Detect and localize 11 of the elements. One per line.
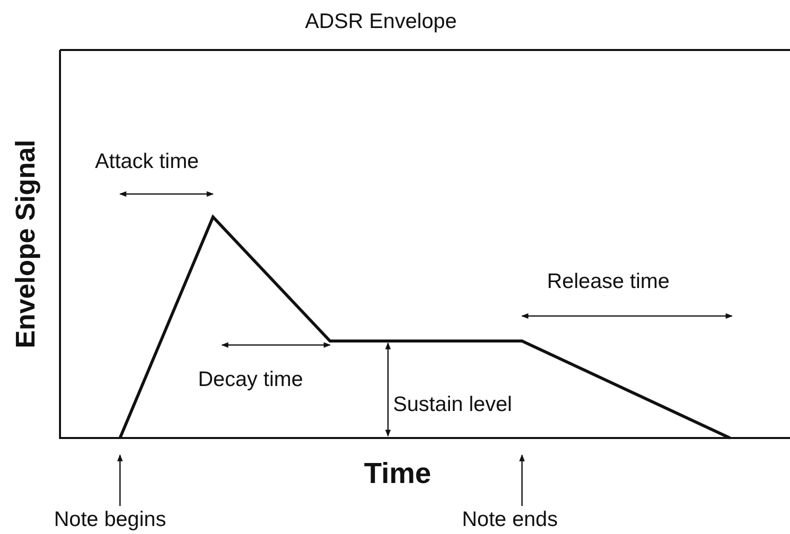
- axis-annotation: Decay time: [198, 368, 304, 392]
- chart-title: ADSR Envelope: [305, 10, 457, 34]
- axis-annotation: Attack time: [95, 150, 199, 174]
- leader-arrow: [117, 454, 123, 506]
- axis-annotation: Sustain level: [393, 393, 512, 417]
- annotation-text: Note begins: [54, 508, 166, 532]
- leader-arrow: [519, 454, 525, 506]
- axis-annotation: Release time: [547, 270, 670, 294]
- annotation-text: Note ends: [462, 508, 558, 532]
- axis-title: Time: [364, 458, 432, 490]
- axis-title: Envelope Signal: [10, 140, 40, 348]
